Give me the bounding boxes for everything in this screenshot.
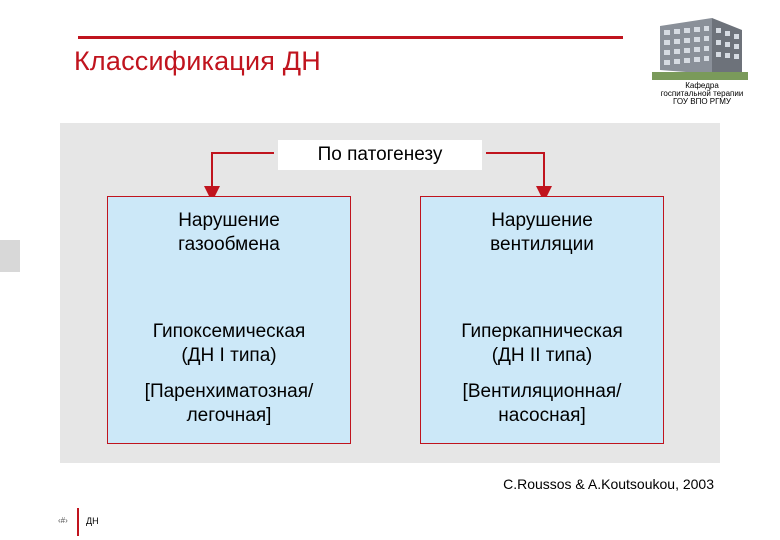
ventilation-label: Нарушение вентиляции bbox=[490, 210, 594, 255]
title-underline bbox=[78, 36, 623, 39]
footer-divider bbox=[77, 508, 79, 536]
hypoxemic-label: Гипоксемическая (ДН I типа) bbox=[152, 321, 306, 366]
side-tab bbox=[0, 240, 20, 272]
slide-title: Классификация ДН bbox=[74, 46, 321, 76]
parenchymal-label: [Паренхиматозная/ легочная] bbox=[144, 381, 314, 426]
gas-exchange-box: Нарушение газообмена Гипоксемическая (ДН… bbox=[107, 196, 351, 444]
slide-number: ‹#› bbox=[58, 516, 68, 525]
citation: C.Roussos & A.Koutsoukou, 2003 bbox=[503, 476, 714, 492]
footer-label: ДН bbox=[86, 516, 99, 526]
ventilation-box: Нарушение вентиляции Гиперкапническая (Д… bbox=[420, 196, 664, 444]
department-caption: Кафедра госпитальной терапии ГОУ ВПО РГМ… bbox=[660, 81, 744, 106]
hypercapnic-label: Гиперкапническая (ДН II типа) bbox=[461, 321, 623, 366]
building-logo-icon bbox=[652, 16, 748, 80]
pathogenesis-header: По патогенезу bbox=[278, 140, 482, 170]
ventilatory-label: [Вентиляционная/ насосная] bbox=[462, 381, 622, 426]
gas-exchange-label: Нарушение газообмена bbox=[178, 210, 280, 255]
